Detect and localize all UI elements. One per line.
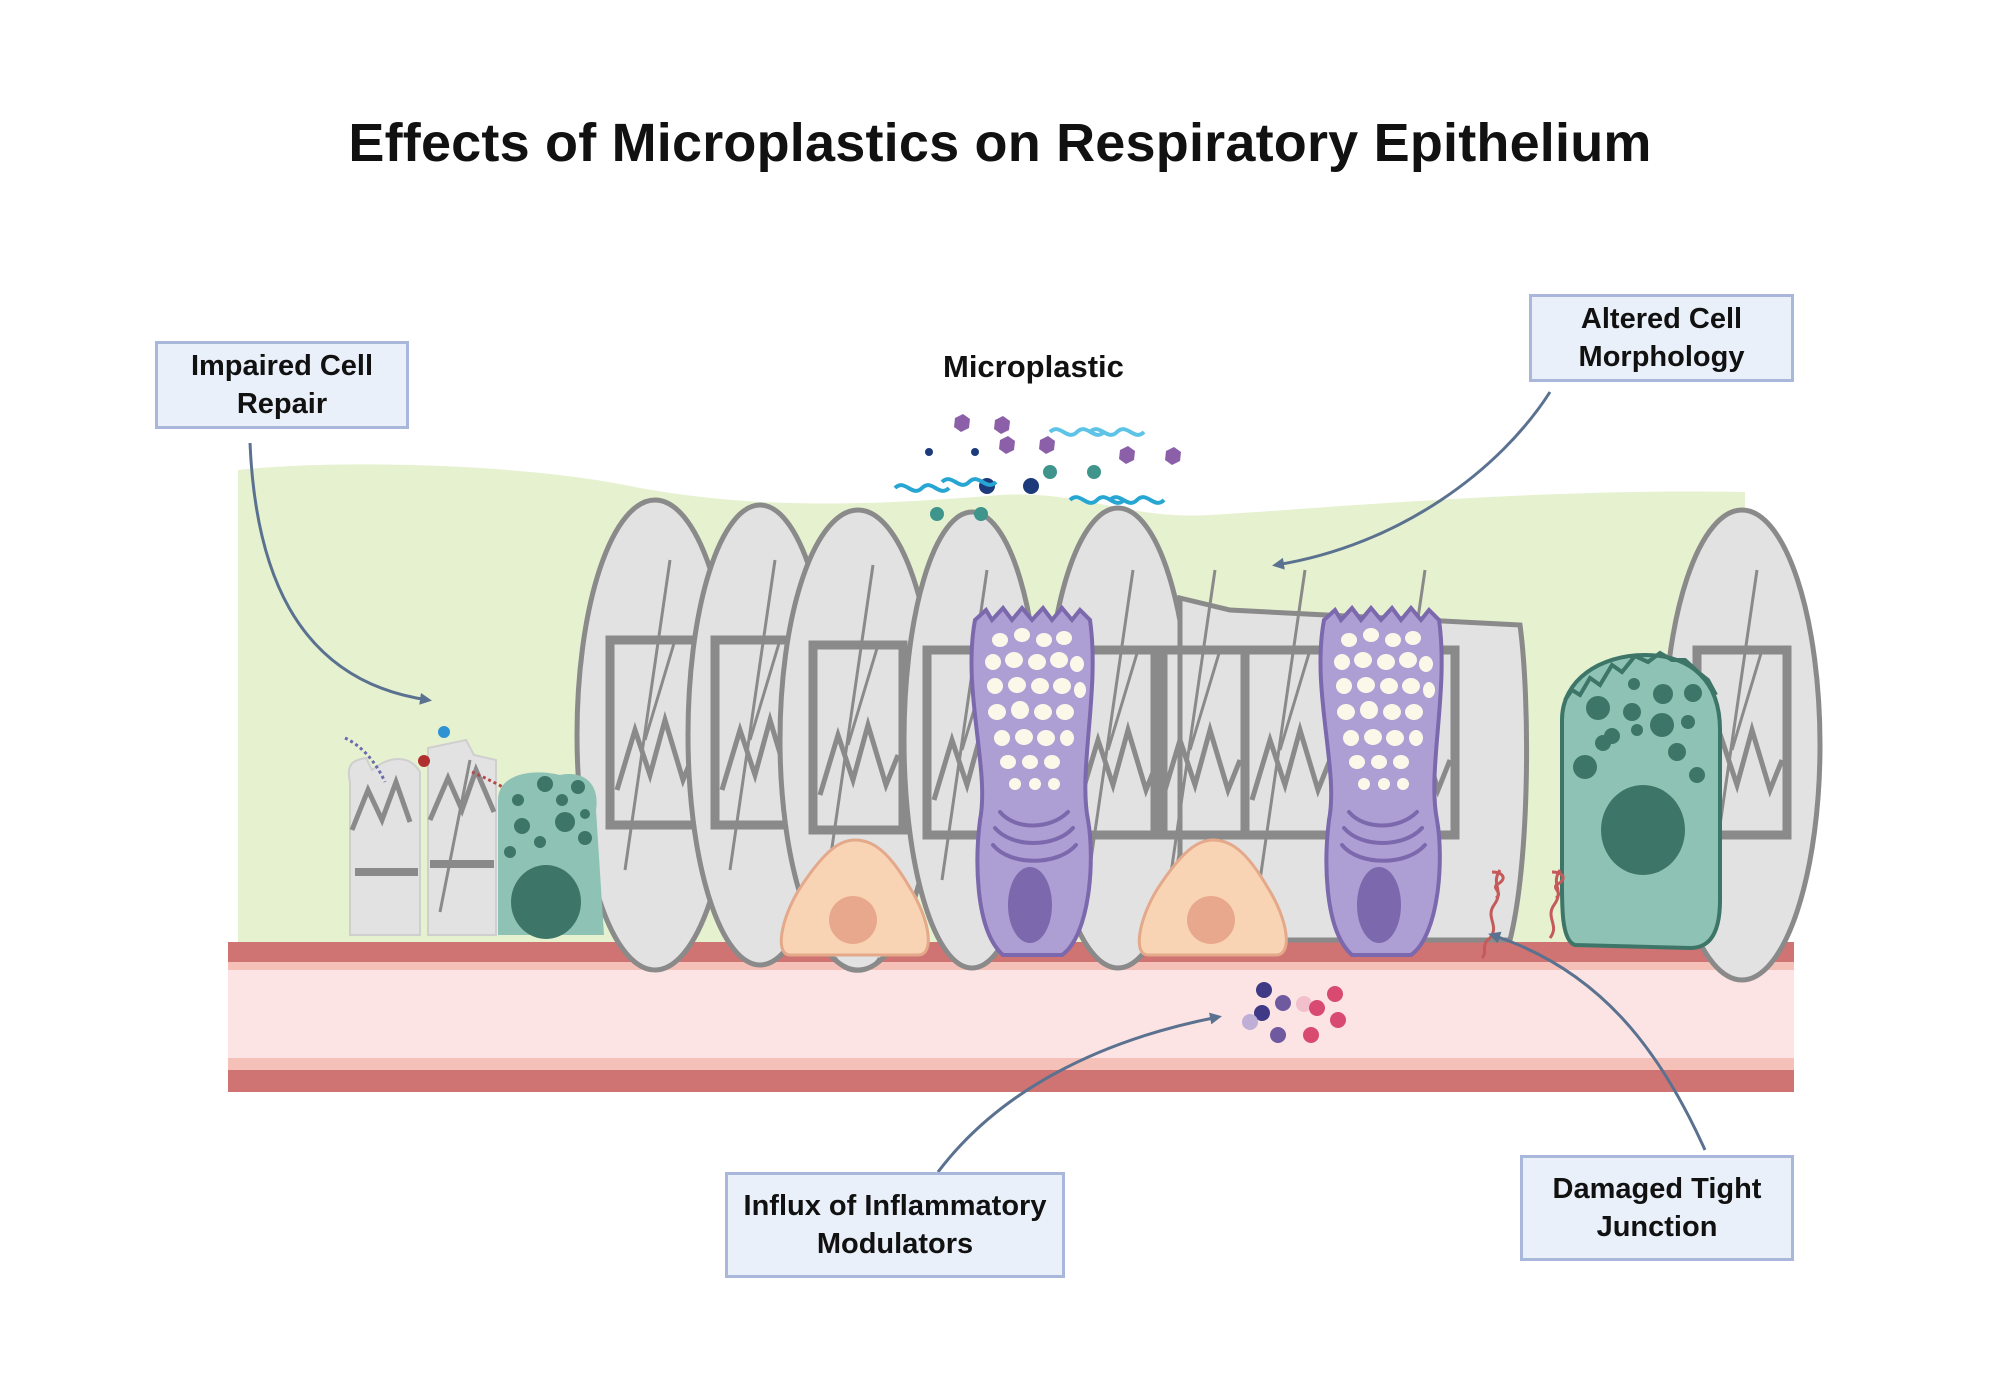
- basal-cell: [1137, 838, 1288, 957]
- arrow-altered-morphology: [1272, 391, 1552, 570]
- damaged-cells: [344, 726, 536, 936]
- callout-inflammatory-modulators: Influx of Inflammatory Modulators: [725, 1172, 1065, 1278]
- microplastic-label: Microplastic: [943, 349, 1124, 384]
- callout-impaired-repair: Impaired Cell Repair: [155, 341, 409, 429]
- goblet-cell: [969, 604, 1095, 957]
- arrow-impaired-repair: [248, 442, 432, 705]
- basal-cell: [779, 838, 930, 973]
- arrow-tight-junction: [1488, 931, 1707, 1151]
- callout-altered-morphology: Altered Cell Morphology: [1529, 294, 1794, 382]
- callout-arrows: [248, 391, 1707, 1173]
- arrow-inflammatory: [936, 1012, 1222, 1173]
- page-title: Effects of Microplastics on Respiratory …: [348, 113, 1652, 173]
- inflammatory-modulators: [1242, 982, 1346, 1043]
- goblet-cell: [1318, 604, 1444, 957]
- club-cell-large: [1559, 650, 1722, 951]
- microplastic-particles: [893, 414, 1181, 521]
- club-cell-small: [498, 772, 604, 939]
- tight-junction-strands: [1480, 869, 1565, 960]
- callout-tight-junction: Damaged Tight Junction: [1520, 1155, 1794, 1261]
